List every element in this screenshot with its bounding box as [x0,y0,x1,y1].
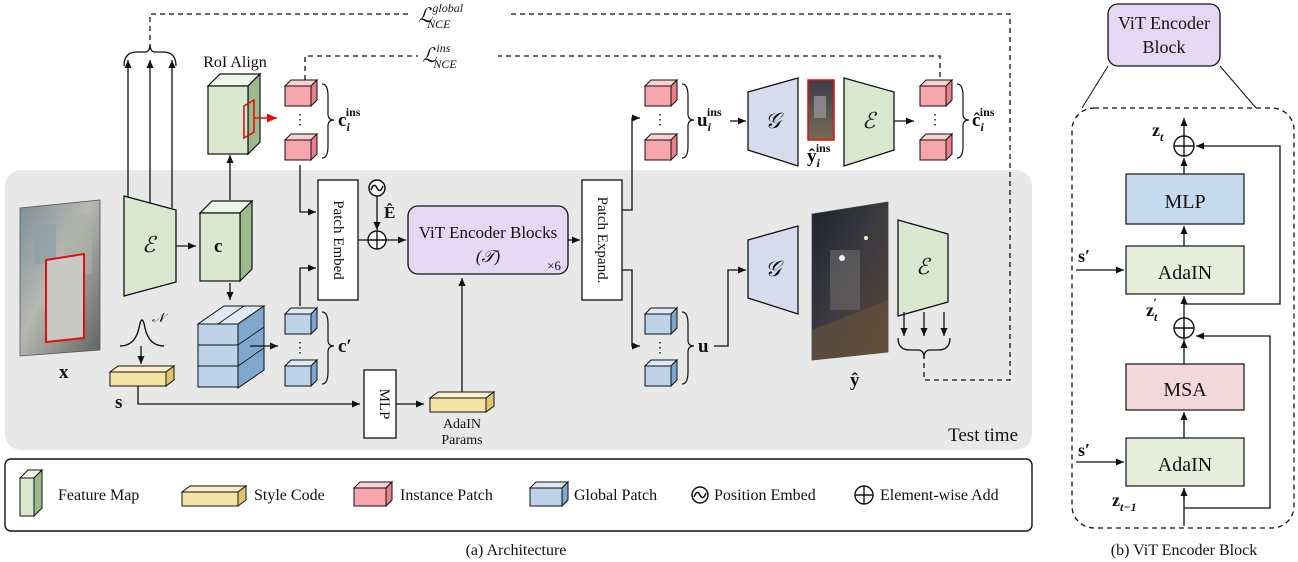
caption-architecture: (a) Architecture [466,542,567,559]
legend-position-embed: Position Embed [714,487,816,504]
z-t-label: zt [1152,120,1164,144]
adain-params-label-1: AdaIN [443,417,481,432]
patch-expand-box [581,179,623,301]
vit-block-header-2: Block [1143,37,1186,57]
roi-align-feature-map [206,72,262,156]
encoder-right-label: ℰ [916,255,932,280]
legend-feature-map: Feature Map [58,487,139,504]
instance-patch-top [283,78,319,108]
svg-text:⋮: ⋮ [653,341,667,356]
encoder-left [123,195,177,297]
global-patch-top [283,306,319,336]
vit-block-header [1107,3,1221,67]
legend-global-patch-icon [528,480,570,508]
s-prime-top: s′ [1078,246,1090,266]
vit-adain-bottom-label: AdaIN [1158,454,1212,476]
u-label: u [698,336,709,357]
legend-instance-patch-icon [352,480,394,508]
z-t-minus-1-label: zt−1 [1112,490,1137,514]
mlp-box [363,369,397,439]
vit-mlp-box [1125,173,1245,225]
adain-params-label-2: Params [441,433,482,448]
legend-instance-patch: Instance Patch [400,487,493,504]
c-label: c [214,236,222,257]
generator-top-label: 𝒢 [765,109,784,134]
patch-expand-label: Patch Expand. [594,197,610,284]
u-patch-top [643,306,679,336]
feature-map-c [198,199,254,283]
z-t-prime-label: zt′ [1146,295,1158,324]
caption-vit-block: (b) ViT Encoder Block [1111,542,1257,559]
legend-box [4,458,1033,532]
c-prime-label: c′ [338,336,352,357]
svg-text:⋮: ⋮ [293,341,307,356]
svg-text:⋮: ⋮ [928,113,942,128]
gaussian-icon [119,319,165,347]
instance-loss-path [304,55,941,80]
svg-text:⋮: ⋮ [293,113,307,128]
vit-adain-top-box [1125,245,1245,295]
legend-global-patch: Global Patch [574,487,657,504]
input-image-x [19,199,101,357]
legend-position-embed-icon [691,486,709,504]
u-ins-patch-top [643,78,679,108]
encoder-top-label: ℰ [862,109,878,134]
encoder-right [897,219,949,317]
mlp-label: MLP [376,389,392,420]
u-ins-patch-bottom [643,132,679,162]
e-hat-label: Ê [384,203,395,222]
generator-top [747,77,799,167]
patch-embed-box [317,179,359,301]
legend-style-code: Style Code [254,487,325,504]
vit-add-top [1173,135,1195,157]
test-time-label: Test time [948,425,1018,446]
generator-bottom-label: 𝒢 [765,257,784,282]
encoder-right-brace [897,337,951,359]
legend-element-add-icon [854,485,874,505]
u-ins-label: uiins [697,105,722,134]
c-hat-ins-patch-bottom [918,132,954,162]
vit-blocks-symbol: (𝒯) [476,247,501,266]
y-hat-label: ŷ [850,370,860,391]
encoder-left-label: ℰ [142,233,158,258]
encoder-top [843,77,895,167]
y-ins-label: ŷiins [807,141,831,170]
c-ins-label: ciins [338,105,361,134]
generator-bottom [747,225,799,315]
vit-adain-bottom-box [1125,437,1245,487]
global-patch-stack [196,305,266,389]
global-loss-path [149,13,1011,381]
vit-msa-label: MSA [1163,379,1207,401]
s-label: s [115,392,122,413]
vit-blocks-label: ViT Encoder Blocks [419,223,557,242]
global-patch-bottom [283,358,319,388]
legend-element-add: Element-wise Add [880,487,999,504]
legend-style-code-icon [180,485,248,507]
adain-params-code [428,391,496,413]
c-hat-ins-label: ĉiins [972,105,995,134]
global-loss-brace [123,43,177,67]
legend-feature-map-icon [18,468,44,518]
vit-adain-top-label: AdaIN [1158,262,1212,284]
roi-align-label: RoI Align [203,54,267,71]
patch-embed-label: Patch Embed [330,200,346,280]
vit-blocks-times: ×6 [547,258,561,273]
vit-msa-box [1125,363,1245,411]
element-add-icon [367,230,387,250]
style-code-s [108,365,176,387]
s-prime-bottom: s′ [1078,440,1090,460]
vit-mlp-label: MLP [1164,191,1205,213]
u-patch-bottom [643,358,679,388]
svg-text:⋮: ⋮ [653,113,667,128]
vit-block-header-1: ViT Encoder [1118,13,1210,33]
y-ins-image [807,79,835,141]
c-hat-ins-patch-top [918,78,954,108]
x-label: x [59,362,69,383]
instance-patch-bottom [283,132,319,162]
output-image-y [811,201,889,361]
